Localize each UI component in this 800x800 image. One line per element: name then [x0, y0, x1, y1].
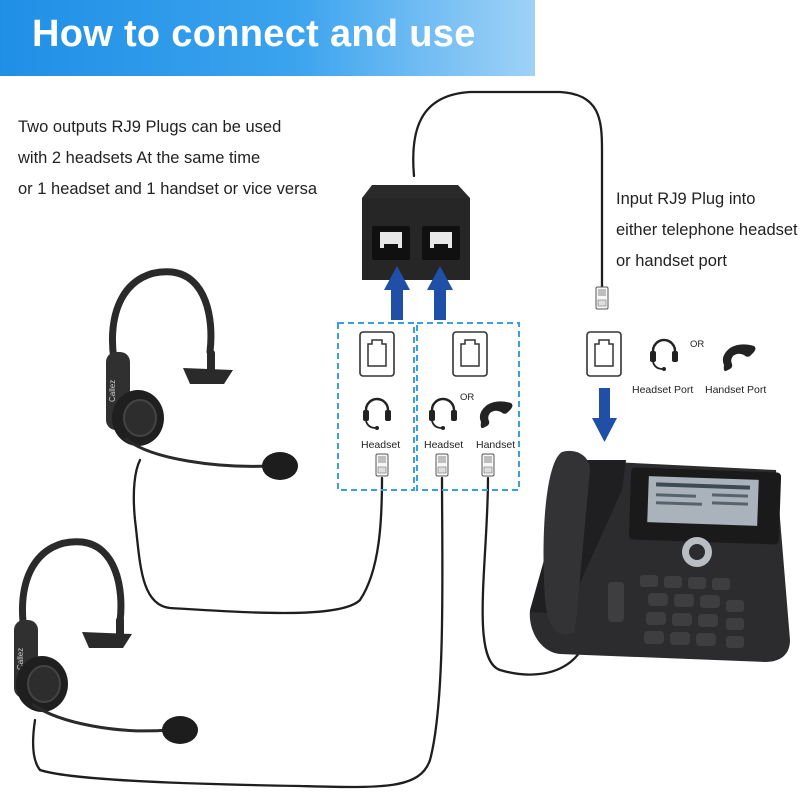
headset-icon [648, 338, 680, 373]
or-label: OR [690, 339, 704, 350]
cables [32, 90, 604, 789]
desk-phone [529, 450, 790, 662]
output-port-box-2 [416, 322, 520, 491]
note-line: or 1 headset and 1 handset or vice versa [18, 180, 318, 198]
note-line: with 2 headsets At the same time [18, 149, 261, 167]
rj9-plug-icon [595, 286, 609, 310]
note-line: Input RJ9 Plug into [616, 190, 756, 208]
headset-1-cable [132, 458, 384, 615]
headset-port-label: Headset Port [632, 384, 693, 396]
rj9-plug-icon [375, 453, 389, 477]
title-banner: How to connect and use [0, 0, 535, 76]
headset-label: Headset [361, 439, 400, 451]
rj9-port-icon [586, 331, 622, 377]
rj9-splitter [362, 185, 470, 280]
arrow-up-icon [384, 266, 410, 320]
headset-brand: Callez [16, 648, 25, 670]
phone-handset [543, 450, 590, 635]
note-line: Two outputs RJ9 Plugs can be used [18, 118, 282, 136]
rj9-plug-icon [435, 453, 449, 477]
handset-icon [722, 344, 756, 372]
note-line: either telephone headset [616, 221, 798, 239]
headset-label: Headset [424, 439, 463, 451]
rj9-port-icon [452, 331, 488, 377]
handset-label: Handset [476, 439, 515, 451]
rj9-port-icon [359, 331, 395, 377]
handset-icon [479, 401, 513, 429]
headset-brand: Callez [108, 380, 117, 402]
note-line: or handset port [616, 252, 727, 270]
rj9-plug-icon [481, 453, 495, 477]
headset-2: Callez [14, 538, 198, 744]
output-port-box-1 [337, 322, 415, 491]
page-title: How to connect and use [32, 13, 476, 55]
or-label: OR [460, 392, 474, 403]
headset-icon [361, 397, 393, 432]
input-plug-note: Input RJ9 Plug into either telephone hea… [616, 184, 798, 277]
arrow-up-icon [427, 266, 453, 320]
arrow-down-icon [592, 388, 617, 442]
headset-icon [427, 397, 459, 432]
splitter-output-note: Two outputs RJ9 Plugs can be used with 2… [18, 112, 317, 205]
headset-1: Callez [106, 268, 298, 480]
input-cable [412, 90, 604, 290]
headset-2-cable [32, 476, 444, 789]
handset-port-label: Handset Port [705, 384, 766, 396]
